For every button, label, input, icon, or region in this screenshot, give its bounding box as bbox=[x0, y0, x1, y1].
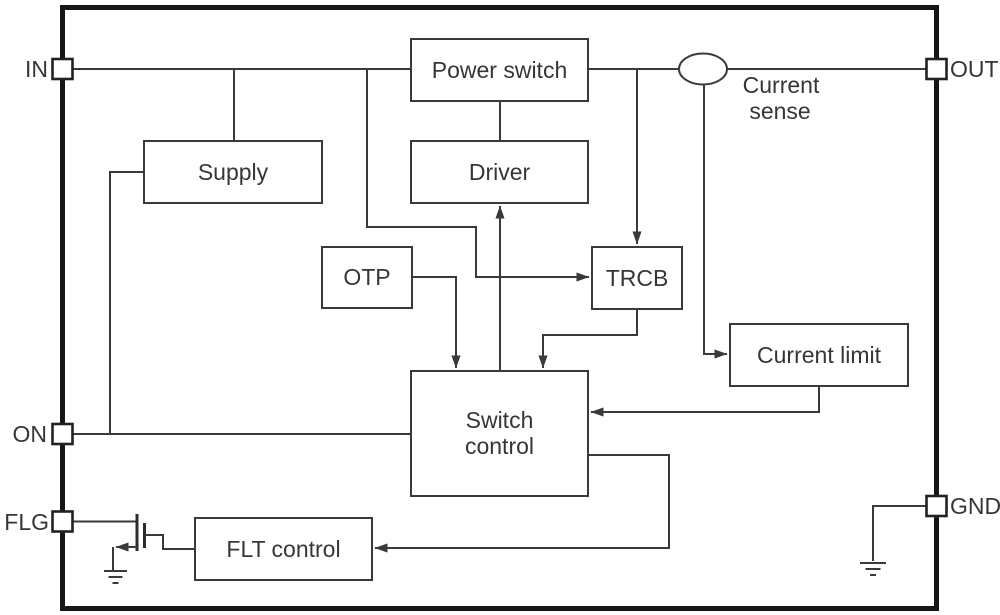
pin-flg bbox=[51, 510, 74, 533]
chip-boundary bbox=[60, 5, 939, 611]
otp-block bbox=[321, 246, 413, 309]
pin-flg-label: FLG bbox=[4, 509, 49, 535]
ground-symbol-right bbox=[860, 562, 886, 576]
trcb-label: TRCB bbox=[606, 265, 669, 291]
pin-out-label: OUT bbox=[950, 56, 999, 82]
wire-trcb-to-switch-control bbox=[538, 309, 638, 369]
pin-in-label: IN bbox=[25, 56, 48, 82]
power-switch-label: Power switch bbox=[432, 57, 567, 83]
wire-switch-control-to-flt-control bbox=[374, 454, 670, 553]
flag-mosfet bbox=[112, 514, 146, 570]
pin-gnd bbox=[925, 494, 948, 518]
switch-control-label-line2: control bbox=[465, 433, 534, 459]
wire-on-to-supply bbox=[109, 171, 144, 434]
pin-gnd-label: GND bbox=[950, 493, 1000, 519]
supply-block bbox=[143, 140, 323, 204]
current-limit-block bbox=[729, 323, 909, 387]
wire-gnd-to-ground bbox=[872, 505, 927, 561]
flt-control-label: FLT control bbox=[226, 536, 340, 562]
pin-on bbox=[51, 422, 74, 446]
pin-in bbox=[51, 57, 74, 81]
power-switch-block bbox=[410, 38, 589, 102]
wire-current-limit-to-switch-control bbox=[590, 386, 820, 417]
wire-current-sense-to-current-limit bbox=[703, 84, 728, 359]
current-limit-label: Current limit bbox=[757, 342, 882, 368]
current-sense-label-line1: Current bbox=[743, 72, 820, 98]
current-sense-symbol bbox=[678, 52, 728, 86]
current-sense-label-line2: sense bbox=[749, 98, 810, 124]
pin-on-label: ON bbox=[13, 421, 48, 447]
pin-out bbox=[925, 57, 948, 81]
supply-label: Supply bbox=[198, 159, 269, 185]
driver-label: Driver bbox=[469, 159, 531, 185]
driver-block bbox=[410, 140, 589, 204]
wire-in-to-trcb bbox=[366, 69, 590, 282]
wire-flt-control-to-mosfet-gate bbox=[145, 534, 195, 550]
ground-symbol-left bbox=[104, 570, 127, 584]
trcb-block bbox=[591, 246, 683, 310]
wire-otp-to-switch-control bbox=[412, 276, 461, 369]
flt-control-block bbox=[194, 517, 373, 581]
switch-control-block bbox=[410, 370, 589, 497]
otp-label: OTP bbox=[343, 264, 390, 290]
switch-control-label-line1: Switch bbox=[466, 407, 534, 433]
